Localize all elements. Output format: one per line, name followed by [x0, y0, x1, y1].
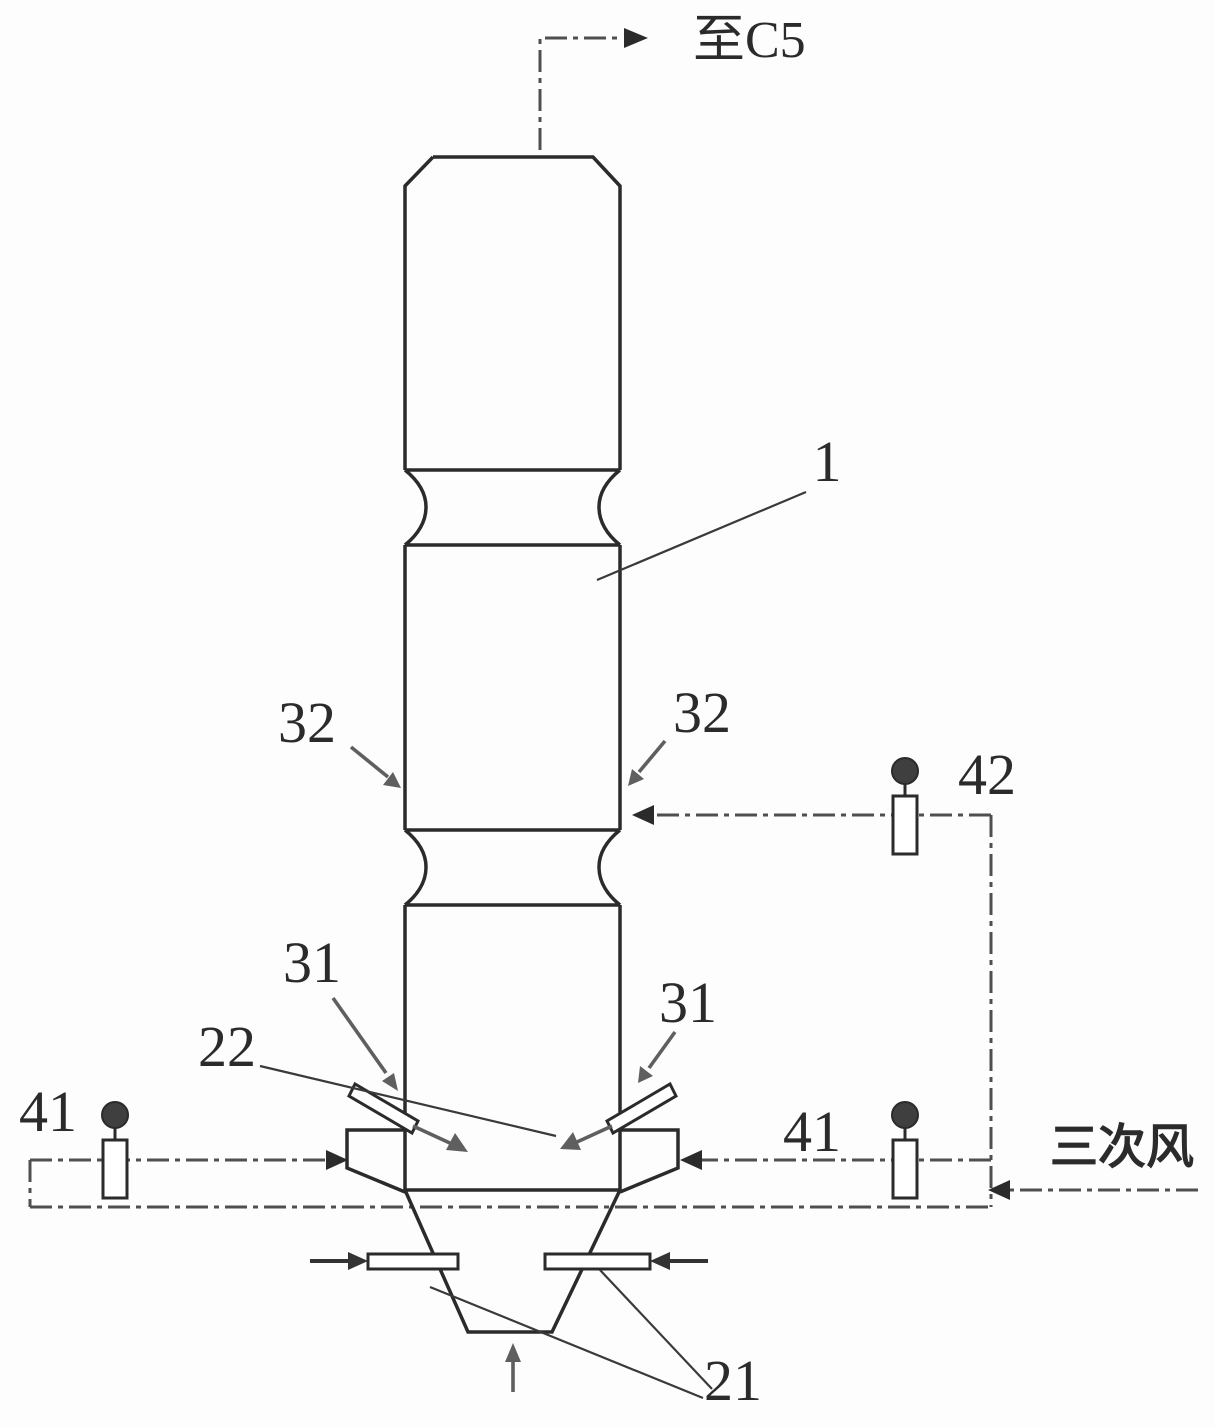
- label-32-left: 32: [278, 690, 336, 755]
- calciner-vessel: [345, 155, 680, 1334]
- bottom-lance-left: [310, 1252, 460, 1271]
- valve-41-right-body: [891, 1138, 919, 1200]
- left-spray-arrow: [412, 1124, 468, 1152]
- label-arrow-31-left: [331, 996, 398, 1091]
- label-tertiary-air: 三次风: [1050, 1121, 1194, 1174]
- label-31-left: 31: [283, 930, 341, 995]
- right-air-inlet-box: [619, 1128, 680, 1194]
- label-leader-1: [596, 490, 807, 582]
- label-arrow-32-right: [628, 739, 667, 786]
- valve-41-right-knob-icon: [891, 1101, 919, 1129]
- label-32-right: 32: [673, 680, 731, 745]
- valve-41-left-body: [101, 1138, 129, 1200]
- label-41-left: 41: [19, 1079, 77, 1144]
- right-spray-arrowhead-icon: [560, 1132, 581, 1150]
- left-lance-tube: [366, 1252, 460, 1271]
- label-vessel-1: 1: [813, 429, 842, 494]
- label-41-right: 41: [783, 1099, 841, 1164]
- outlet-pipe: [538, 28, 648, 150]
- bottom-inlet-arrow: [505, 1343, 521, 1392]
- right-spray-arrow: [560, 1124, 613, 1150]
- outlet-arrow-icon: [624, 28, 648, 48]
- upper-feed-arrow-icon: [632, 805, 654, 825]
- label-21: 21: [704, 1348, 762, 1413]
- right-branch-arrow-icon: [680, 1150, 702, 1170]
- valve-42-body: [891, 794, 919, 856]
- right-lance-tube: [543, 1252, 652, 1271]
- tertiary-air-piping: [28, 1150, 1198, 1209]
- valve-41-left: [101, 1101, 129, 1200]
- label-31-right: 31: [659, 970, 717, 1035]
- tertiary-inlet-arrow-icon: [988, 1180, 1010, 1200]
- left-air-inlet-box: [345, 1128, 406, 1194]
- valve-41-left-knob-icon: [101, 1101, 129, 1129]
- label-arrow-32-left: [349, 745, 401, 788]
- bottom-lance-right: [543, 1252, 708, 1271]
- label-outlet-c5: 至C5: [693, 12, 806, 69]
- label-22: 22: [198, 1014, 256, 1079]
- bottom-inlet-arrowhead-icon: [505, 1343, 521, 1362]
- outlet-pipe-line: [538, 36, 618, 150]
- bottom-right-arrow-icon: [650, 1252, 670, 1270]
- valve-41-right: [891, 1101, 919, 1200]
- label-arrow-31-right: [638, 1030, 677, 1083]
- label-leader-21: [429, 1269, 713, 1400]
- label-leader-22: [259, 1064, 557, 1138]
- right-angled-nozzle: [605, 1081, 678, 1136]
- vessel-outline: [403, 155, 622, 1334]
- left-angled-nozzle: [347, 1081, 420, 1136]
- label-42: 42: [958, 742, 1016, 807]
- valve-42: [891, 757, 919, 856]
- left-spray-arrowhead-icon: [446, 1133, 468, 1152]
- upper-feed-pipe: [632, 805, 993, 1207]
- left-branch-arrow-icon: [326, 1150, 348, 1170]
- valve-42-knob-icon: [891, 757, 919, 785]
- bottom-left-arrow-icon: [348, 1252, 368, 1270]
